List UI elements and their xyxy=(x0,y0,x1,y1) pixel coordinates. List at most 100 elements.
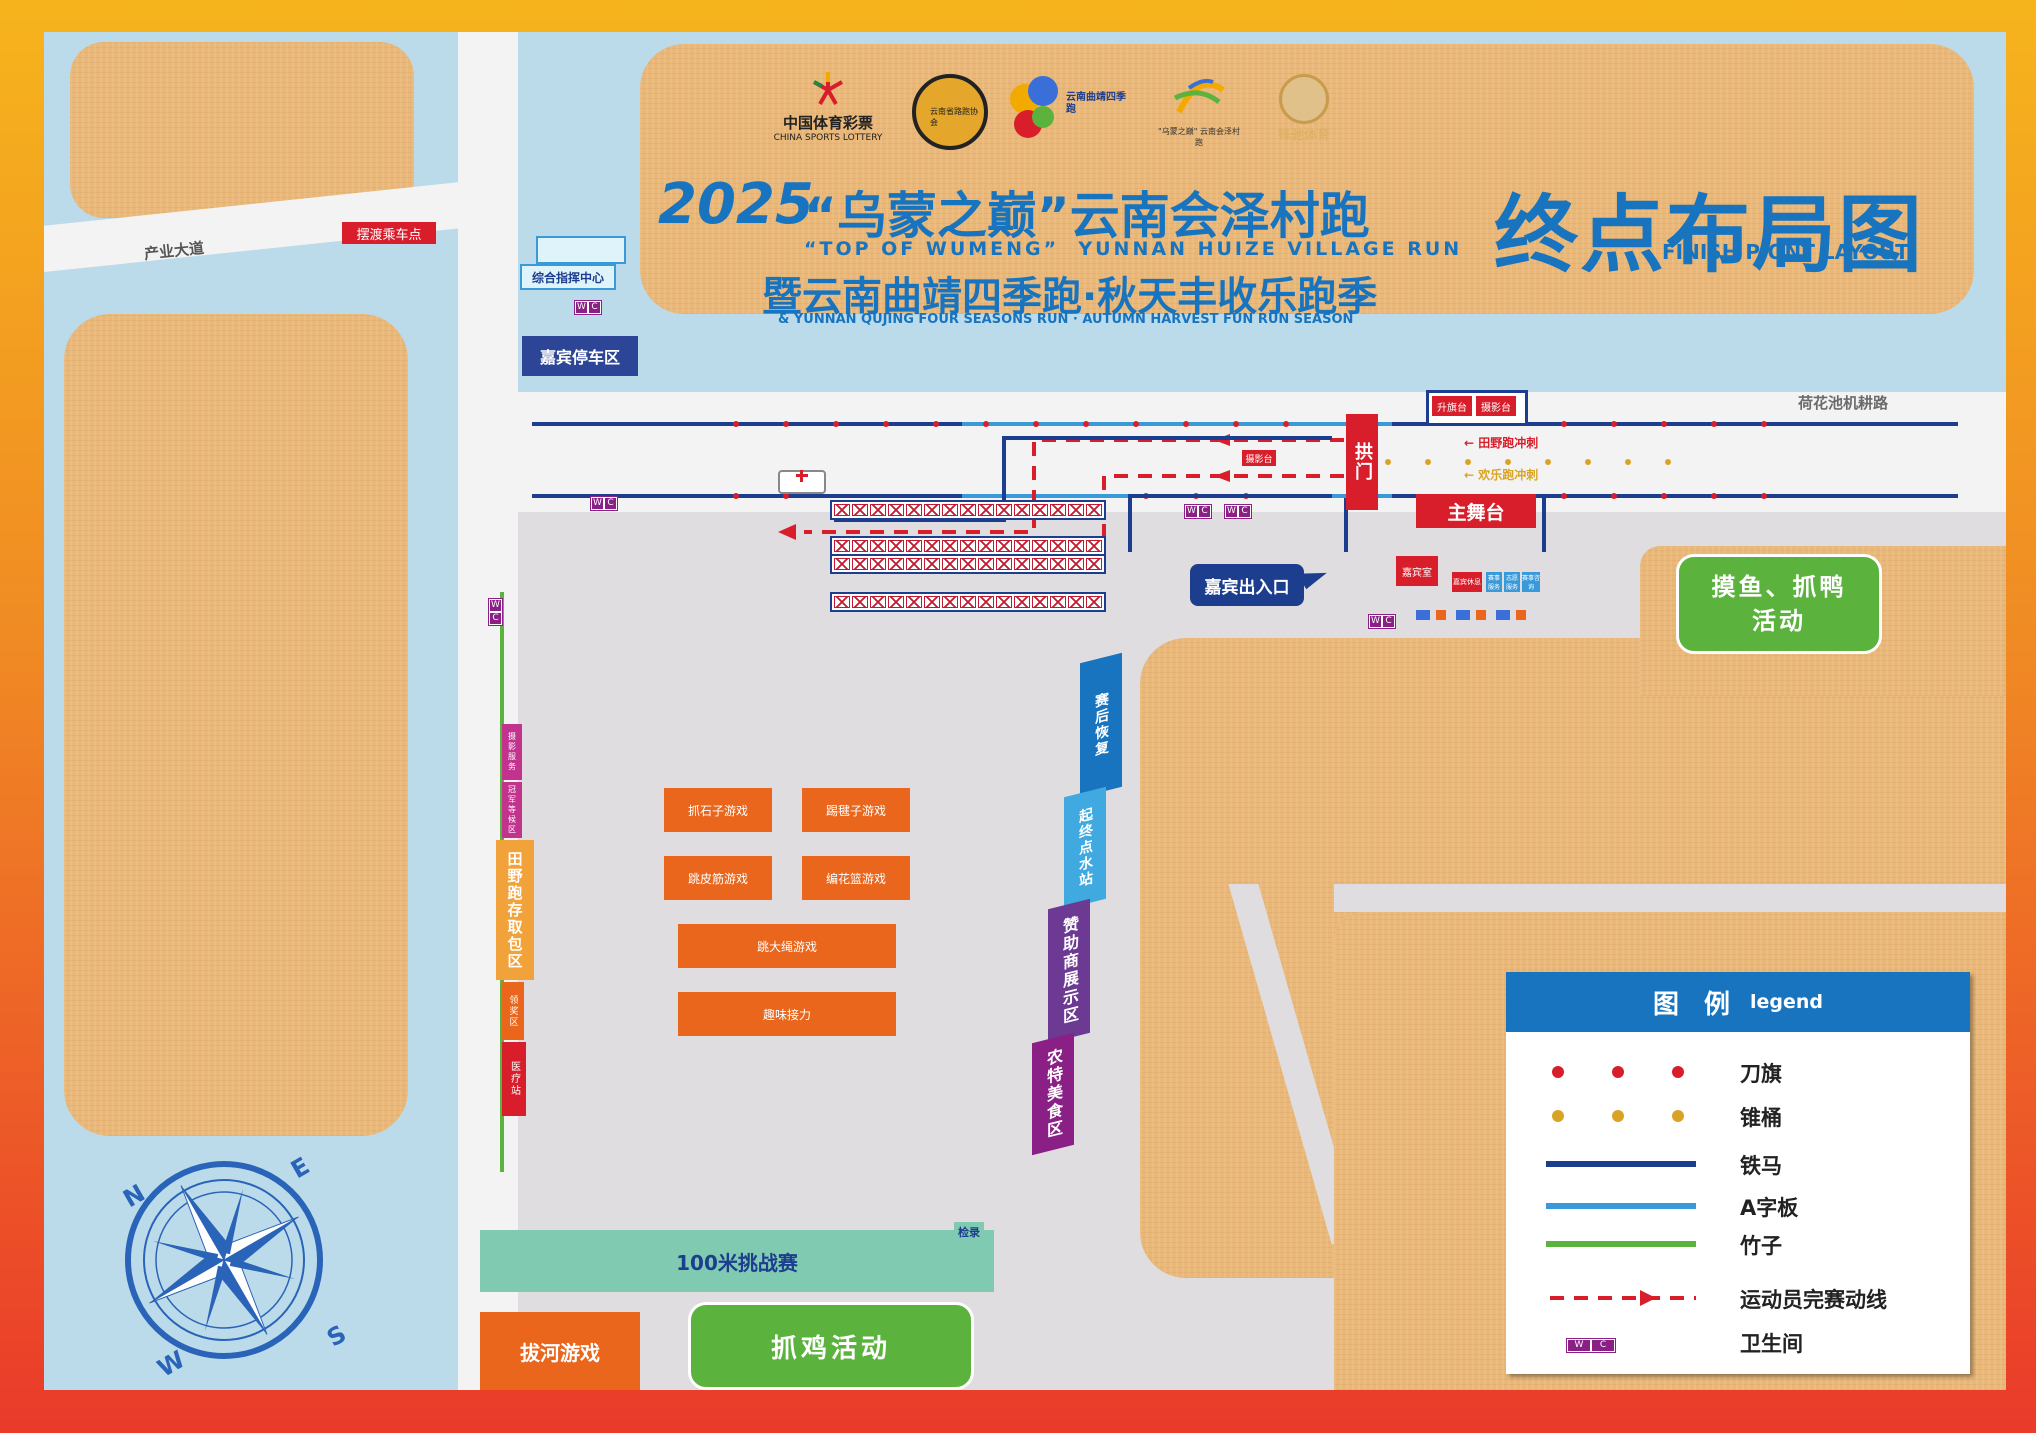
event-title-cn: “乌蒙之巅”云南会泽村跑 xyxy=(804,187,1370,245)
mini-box-2: 赛事服务 xyxy=(1486,572,1502,592)
legend-item-barrier: 铁马 xyxy=(1740,1154,1782,1178)
four-seasons-logo: 云南曲靖四季跑 xyxy=(1010,76,1130,156)
legend-title-cn: 图 例 xyxy=(1652,989,1739,1020)
legend-item-flag: 刀旗 xyxy=(1740,1062,1782,1086)
layout-title-en: FINISH PIONT LAYOUT xyxy=(1662,240,1909,264)
command-center-box[interactable] xyxy=(536,236,626,264)
fence-row-2 xyxy=(830,536,1106,556)
sports-lottery-en: CHINA SPORTS LOTTERY xyxy=(773,133,883,143)
photo-stage-road[interactable]: 摄影台 xyxy=(1242,450,1276,466)
road-barrier-bottom-left xyxy=(532,494,962,498)
side-box-3[interactable]: 领奖区 xyxy=(502,982,524,1040)
vip-entrance[interactable]: 嘉宾出入口 xyxy=(1190,564,1304,606)
legend-item-aboard: A字板 xyxy=(1740,1196,1799,1220)
sport-company-text: 锋驰体育 xyxy=(1277,128,1330,143)
vertical-road xyxy=(458,32,518,1390)
road-barrier-top-mid xyxy=(962,422,1392,426)
bag-storage-area[interactable]: 田野跑存取包区 xyxy=(496,840,534,980)
ferry-point-label: 摆渡乘车点 xyxy=(342,222,436,244)
vip-parking[interactable]: 嘉宾停车区 xyxy=(522,336,638,376)
compass-rose-icon xyxy=(125,1161,323,1359)
legend-item-bamboo: 竹子 xyxy=(1740,1234,1782,1258)
trail-sprint-text: 田野跑冲刺 xyxy=(1478,436,1539,450)
recovery-text: 赛后恢复 xyxy=(1093,691,1109,759)
legend-item-runner-path: 运动员完赛动线 xyxy=(1740,1288,1887,1312)
sponsor-area-text: 赞助商展示区 xyxy=(1060,914,1079,1028)
game-shuttlecock[interactable]: 踢毽子游戏 xyxy=(802,788,910,832)
tug-of-war[interactable]: 拔河游戏 xyxy=(480,1312,640,1390)
check-in[interactable]: 检录 xyxy=(954,1222,984,1242)
sports-lottery-logo: 中国体育彩票 CHINA SPORTS LOTTERY xyxy=(766,68,890,143)
finish-arch[interactable]: 拱门 xyxy=(1346,414,1378,510)
event-subtitle-cn: 暨云南曲靖四季跑·秋天丰收乐跑季 xyxy=(762,274,1378,320)
water-station-text: 起终点水站 xyxy=(1077,806,1093,890)
event-subtitle-en: & YUNNAN QUJING FOUR SEASONS RUN · AUTUM… xyxy=(778,312,1354,327)
game-flower-basket[interactable]: 编花篮游戏 xyxy=(802,856,910,900)
main-stage[interactable]: 主舞台 xyxy=(1416,494,1536,528)
legend-item-cone: 锥桶 xyxy=(1740,1106,1782,1130)
flag-raising-stage[interactable]: 升旗台 xyxy=(1432,396,1472,416)
fish-duck-text: 摸鱼、抓鸭活动 xyxy=(1711,573,1847,635)
food-area-text: 农特美食区 xyxy=(1044,1046,1063,1142)
association-text: 云南省路跑协会 xyxy=(930,107,978,127)
catch-chicken[interactable]: 抓鸡活动 xyxy=(688,1302,974,1390)
road-barrier-bottom-right xyxy=(1392,494,1958,498)
game-rubber-band[interactable]: 跳皮筋游戏 xyxy=(664,856,772,900)
food-area[interactable]: 农特美食区 xyxy=(1032,1032,1074,1156)
four-seasons-cn: 云南曲靖四季跑 xyxy=(1066,92,1126,115)
field-top-left xyxy=(70,42,414,218)
trail-sprint-label: ← 田野跑冲刺 xyxy=(1464,436,1539,450)
water-station[interactable]: 起终点水站 xyxy=(1064,786,1106,910)
mini-box-4: 赛事咨询 xyxy=(1522,572,1540,592)
sports-lottery-icon xyxy=(813,72,843,105)
field-left-large xyxy=(64,314,408,1136)
wumeng-logo: "乌蒙之巅" 云南会泽村跑 xyxy=(1156,68,1242,158)
mini-box-1: 嘉宾休息 xyxy=(1452,572,1482,592)
fence-row-4 xyxy=(830,592,1106,612)
game-long-rope[interactable]: 跳大绳游戏 xyxy=(678,924,896,968)
road-flags xyxy=(733,421,1767,552)
legend-item-toilet: 卫生间 xyxy=(1740,1332,1803,1356)
photo-stage-top[interactable]: 摄影台 xyxy=(1476,396,1516,416)
fish-duck-activity[interactable]: 摸鱼、抓鸭活动 xyxy=(1676,554,1882,654)
layout-title-cn: 终点布局图 xyxy=(1494,186,1925,284)
event-title-en: “TOP OF WUMENG” YUNNAN HUIZE VILLAGE RUN xyxy=(804,238,1463,260)
lotus-road-label: 荷花池机耕路 xyxy=(1798,394,1889,412)
game-pebbles[interactable]: 抓石子游戏 xyxy=(664,788,772,832)
field-path-top xyxy=(1334,884,2006,912)
fun-sprint-text: 欢乐跑冲刺 xyxy=(1478,468,1539,482)
sprint-100m[interactable]: 100米挑战赛 xyxy=(480,1230,994,1292)
association-logo: 云南省路跑协会 xyxy=(912,74,988,150)
recovery-area[interactable]: 赛后恢复 xyxy=(1080,652,1122,798)
medical-station[interactable]: 医疗站 xyxy=(502,1042,526,1116)
mini-box-3: 志愿服务 xyxy=(1504,572,1520,592)
side-box-1[interactable]: 摄影服务 xyxy=(502,724,522,780)
sport-company-logo: 锋驰体育 xyxy=(1254,74,1354,143)
legend-header: 图 例 legend xyxy=(1506,972,1970,1032)
fun-sprint-label: ← 欢乐跑冲刺 xyxy=(1464,468,1539,482)
vip-room[interactable]: 嘉宾室 xyxy=(1396,556,1438,586)
wumeng-icon xyxy=(1173,78,1225,114)
ambulance-icon xyxy=(778,470,826,494)
fence-row-3 xyxy=(830,554,1106,574)
sponsor-area[interactable]: 赞助商展示区 xyxy=(1048,898,1090,1044)
event-year: 2025 xyxy=(658,172,814,237)
command-center-label: 综合指挥中心 xyxy=(520,264,616,290)
side-box-2[interactable]: 冠军等候区 xyxy=(502,782,522,838)
road-barrier-top-right xyxy=(1392,422,1958,426)
road-barrier-top-left xyxy=(532,422,962,426)
legend-symbols xyxy=(1546,1066,1696,1306)
wumeng-logo-text: "乌蒙之巅" 云南会泽村跑 xyxy=(1158,127,1240,147)
game-relay[interactable]: 趣味接力 xyxy=(678,992,896,1036)
site-map: 产业大道 摆渡乘车点 荷花池机耕路 中国体育彩票 CHINA SPORTS LO… xyxy=(44,32,2006,1390)
legend-title-en: legend xyxy=(1750,991,1824,1013)
